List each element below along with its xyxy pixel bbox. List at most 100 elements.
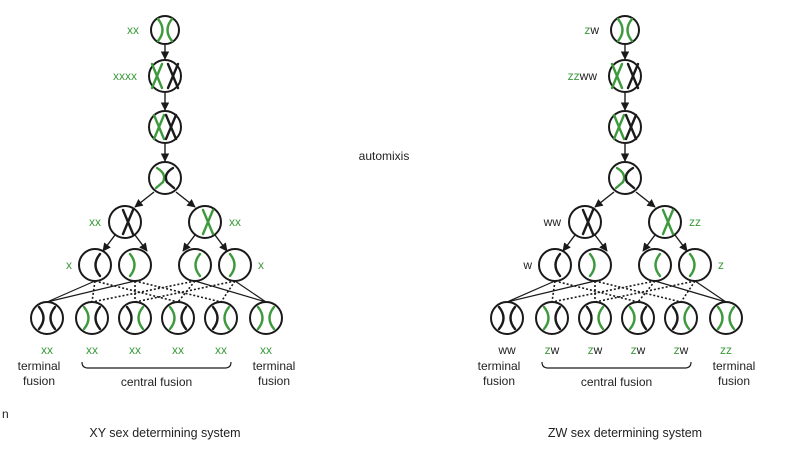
sex-chromosome-letter: x <box>89 215 95 229</box>
chromosome <box>180 305 188 331</box>
sex-chromosome-letter: z <box>588 343 594 357</box>
chromosome <box>164 166 176 190</box>
solid-link <box>194 280 267 303</box>
terminal-fusion-line: terminal <box>713 359 756 373</box>
system-caption: XY sex determining system <box>89 426 240 440</box>
chromosome <box>661 208 675 236</box>
product-label-3: zw <box>588 343 603 357</box>
sex-chromosome-letter: z <box>584 23 590 37</box>
sex-chromosome-letter: z <box>726 343 732 357</box>
sex-chromosome-letter: x <box>127 23 133 37</box>
chromosome <box>256 305 264 331</box>
chromosome <box>581 208 595 236</box>
chromosome <box>82 305 90 331</box>
chromosome <box>201 208 215 236</box>
chromosome <box>137 305 145 331</box>
single-label-right: x <box>258 258 264 272</box>
sex-chromosome-letter: x <box>92 343 98 357</box>
chromosome <box>125 305 133 331</box>
chromosome <box>542 305 550 331</box>
chromosome <box>168 305 176 331</box>
chromosome <box>612 113 626 141</box>
chromosome <box>164 113 178 141</box>
product-label-6: zz <box>720 343 732 357</box>
cell-meiosis1-right <box>188 205 222 239</box>
arrow <box>134 234 148 252</box>
chromosome <box>683 305 691 331</box>
pair-label-left: xx <box>89 215 101 229</box>
cell-pairing <box>148 110 182 144</box>
sex-chromosome-letter: z <box>545 343 551 357</box>
sex-chromosome-letter: x <box>221 343 227 357</box>
sex-chromosome-letter: w <box>497 343 507 357</box>
sex-chromosome-letter: x <box>47 343 53 357</box>
product-label-4: xx <box>172 343 184 357</box>
sex-chromosome-letter: x <box>41 343 47 357</box>
arrow <box>674 234 688 252</box>
central-fusion-brace <box>541 361 692 369</box>
product-label-1: ww <box>497 343 516 357</box>
sex-chromosome-letter: x <box>172 343 178 357</box>
chromosome <box>152 113 166 141</box>
chromosome <box>49 305 57 331</box>
dotted-link <box>177 280 196 303</box>
dotted-link <box>637 280 656 303</box>
cell-product-1 <box>490 301 524 335</box>
cell-product-5 <box>204 301 238 335</box>
product-label-3: xx <box>129 343 141 357</box>
product-label-4: zw <box>631 343 646 357</box>
chromosome <box>716 305 724 331</box>
sex-chromosome-letter: x <box>66 258 72 272</box>
sex-chromosome-letter: x <box>86 343 92 357</box>
arrow <box>102 234 116 252</box>
single-label-left: w <box>522 258 532 272</box>
sex-chromosome-letter: x <box>133 23 139 37</box>
sex-chromosome-letter: x <box>95 215 101 229</box>
chromosome <box>628 305 636 331</box>
terminal-fusion-line: fusion <box>258 374 290 388</box>
terminal-fusion-line: terminal <box>18 359 61 373</box>
solid-link <box>46 280 136 303</box>
chromosome <box>228 252 236 278</box>
arrow <box>175 191 196 208</box>
dotted-link <box>220 280 236 303</box>
replicated-label: xxxx <box>113 69 137 83</box>
arrow <box>182 234 196 252</box>
central-fusion-label: central fusion <box>581 375 652 389</box>
terminal-fusion-line: fusion <box>718 374 750 388</box>
solid-link <box>506 280 556 303</box>
chromosome <box>128 252 136 278</box>
cell-meiosis1-right <box>648 205 682 239</box>
cell-meiosis1-left <box>568 205 602 239</box>
terminal-fusion-line: fusion <box>483 374 515 388</box>
top-label: zw <box>584 23 599 37</box>
sex-chromosome-letter: w <box>551 215 561 229</box>
sex-chromosome-letter: x <box>135 343 141 357</box>
chromosome <box>624 166 636 190</box>
single-label-right: z <box>718 258 724 272</box>
sex-chromosome-group: xx <box>113 69 125 83</box>
chromosome <box>121 208 135 236</box>
solid-link <box>234 280 267 303</box>
dotted-link <box>134 280 222 303</box>
solid-link <box>506 280 596 303</box>
sex-chromosome-letter: x <box>258 258 264 272</box>
product-label-5: xx <box>215 343 227 357</box>
dotted-link <box>594 280 682 303</box>
sex-chromosome-letter: w <box>589 23 599 37</box>
single-label-left: x <box>66 258 72 272</box>
product-label-1: xx <box>41 343 53 357</box>
cell-top <box>150 15 180 45</box>
chromosome <box>597 305 605 331</box>
chromosome <box>626 17 634 43</box>
dotted-link <box>594 280 696 303</box>
chromosome <box>671 305 679 331</box>
arrow <box>594 234 608 252</box>
dotted-link <box>551 280 656 303</box>
top-label: xx <box>127 23 139 37</box>
cell-product-2 <box>75 301 109 335</box>
